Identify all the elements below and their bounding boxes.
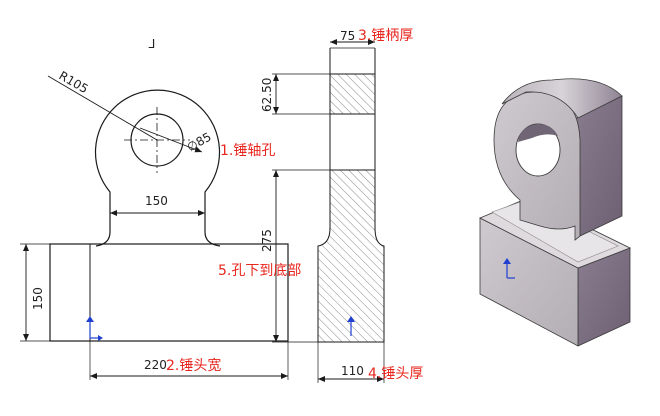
handle-top-face <box>501 78 623 119</box>
annotation-hole: 1.锤轴孔 <box>220 143 275 159</box>
annotation-head-thickness: 4.锤头厚 <box>368 366 423 382</box>
neck-right-fillet <box>204 210 221 247</box>
front-view: ᒧ R105 ∅85 150 150 220 <box>20 37 289 380</box>
body-height-label: 150 <box>31 287 45 310</box>
radius-leader <box>47 75 158 141</box>
body-width-label: 220 <box>144 358 167 372</box>
isometric-model <box>479 78 631 347</box>
neck-left-fillet <box>95 210 111 247</box>
diameter-leader <box>139 127 203 153</box>
bottom-width-label: 110 <box>341 364 364 378</box>
radius-label: R105 <box>57 68 91 96</box>
annotation-hole-to-bottom: 5.孔下到底部 <box>218 263 301 279</box>
annotations: 1.锤轴孔 2.锤头宽 3.锤柄厚 4.锤头厚 5.孔下到底部 <box>166 28 423 382</box>
side-origin-axis-icon <box>347 316 355 336</box>
hole-inner-shade <box>518 124 558 142</box>
handle-height-label: 62.50 <box>260 78 274 112</box>
hammer-eye-outline <box>94 89 221 210</box>
side-section-view: 75 62.50 275 110 <box>260 29 385 383</box>
hammer-body-front <box>49 243 289 342</box>
origin-axis-icon <box>86 316 103 341</box>
neck-width-label: 150 <box>145 194 168 208</box>
top-width-label: 75 <box>340 29 355 43</box>
annotation-head-width: 2.锤头宽 <box>166 357 221 374</box>
body-section-height-label: 275 <box>260 229 274 252</box>
stray-mark: ᒧ <box>148 37 155 51</box>
annotation-handle-thickness: 3.锤柄厚 <box>358 28 413 44</box>
model-origin-axis-icon <box>503 258 515 279</box>
handle-section <box>329 73 376 115</box>
